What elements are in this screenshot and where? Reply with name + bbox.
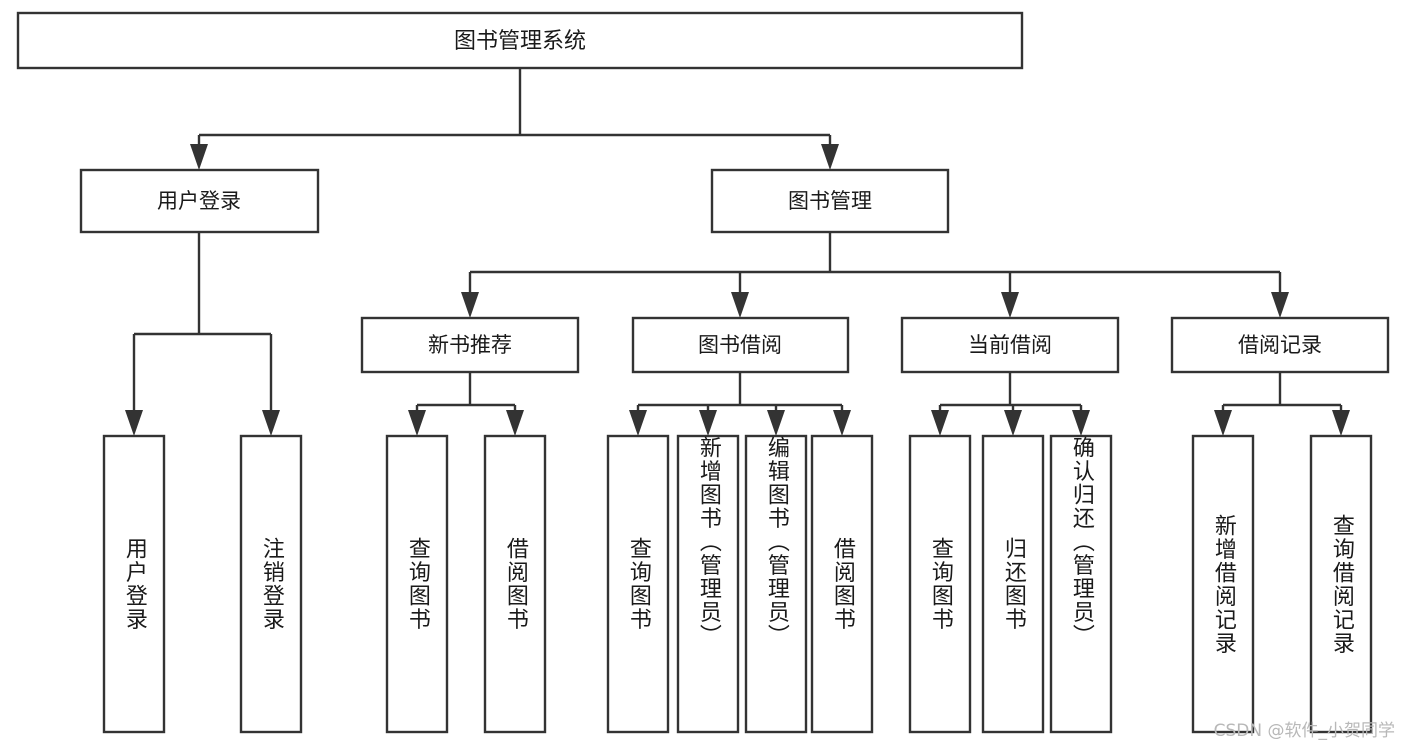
arrow-head-leaf-logout [262,410,280,436]
arrow-head-book-borrow [731,292,749,318]
arrow-head-leaf-query-book-2 [629,410,647,436]
node-current-borrow-label: 当前借阅 [968,333,1052,357]
node-leaf-logout-box[interactable] [239,434,303,734]
arrow-head-leaf-user-login [125,410,143,436]
node-root-label: 图书管理系统 [454,29,586,54]
node-new-book-recommend-label: 新书推荐 [428,333,512,357]
node-borrow-record-label: 借阅记录 [1238,333,1322,357]
node-book-borrow-box[interactable] [631,316,850,374]
node-user-login-label: 用户登录 [157,189,241,213]
node-leaf-confirm-return-admin-box[interactable] [1049,434,1113,734]
arrow-head-leaf-borrow-book-1 [506,410,524,436]
node-leaf-query-book-3-box[interactable] [908,434,972,734]
node-layer: 图书管理系统 用户登录 图书管理 新书推荐 图书借阅 当前借阅 借阅记录 [16,11,1390,734]
node-leaf-query-book-2-box[interactable] [606,434,670,734]
node-leaf-add-borrow-record-box[interactable] [1191,434,1255,734]
node-leaf-user-login-box[interactable] [102,434,166,734]
node-book-borrow-label: 图书借阅 [698,333,782,357]
node-leaf-query-borrow-record-box[interactable] [1309,434,1373,734]
node-root-box[interactable] [16,11,1024,70]
connector-layer [125,68,1350,436]
node-leaf-return-book-box[interactable] [981,434,1045,734]
node-leaf-borrow-book-1-box[interactable] [483,434,547,734]
arrow-head-leaf-add-borrow-record [1214,410,1232,436]
arrow-head-leaf-edit-book-admin [767,410,785,436]
arrow-head-book-manage [821,144,839,170]
node-current-borrow-box[interactable] [900,316,1120,374]
arrow-head-leaf-query-book-3 [931,410,949,436]
arrow-head-user-login [190,144,208,170]
arrow-head-leaf-query-book-1 [408,410,426,436]
node-leaf-query-book-1-box[interactable] [385,434,449,734]
node-book-manage-label: 图书管理 [788,189,872,213]
arrow-head-leaf-return-book [1004,410,1022,436]
node-new-book-recommend-box[interactable] [360,316,580,374]
arrow-head-leaf-add-book-admin [699,410,717,436]
node-leaf-add-book-admin-box[interactable] [676,434,740,734]
arrow-head-leaf-confirm-return-admin [1072,410,1090,436]
node-leaf-edit-book-admin-box[interactable] [744,434,808,734]
node-user-login-box[interactable] [79,168,320,234]
node-book-manage-box[interactable] [710,168,950,234]
node-borrow-record-box[interactable] [1170,316,1390,374]
arrow-head-leaf-borrow-book-2 [833,410,851,436]
arrow-head-leaf-query-borrow-record [1332,410,1350,436]
arrow-head-new-book-recommend [461,292,479,318]
arrow-head-current-borrow [1001,292,1019,318]
node-leaf-borrow-book-2-box[interactable] [810,434,874,734]
arrow-head-borrow-record [1271,292,1289,318]
